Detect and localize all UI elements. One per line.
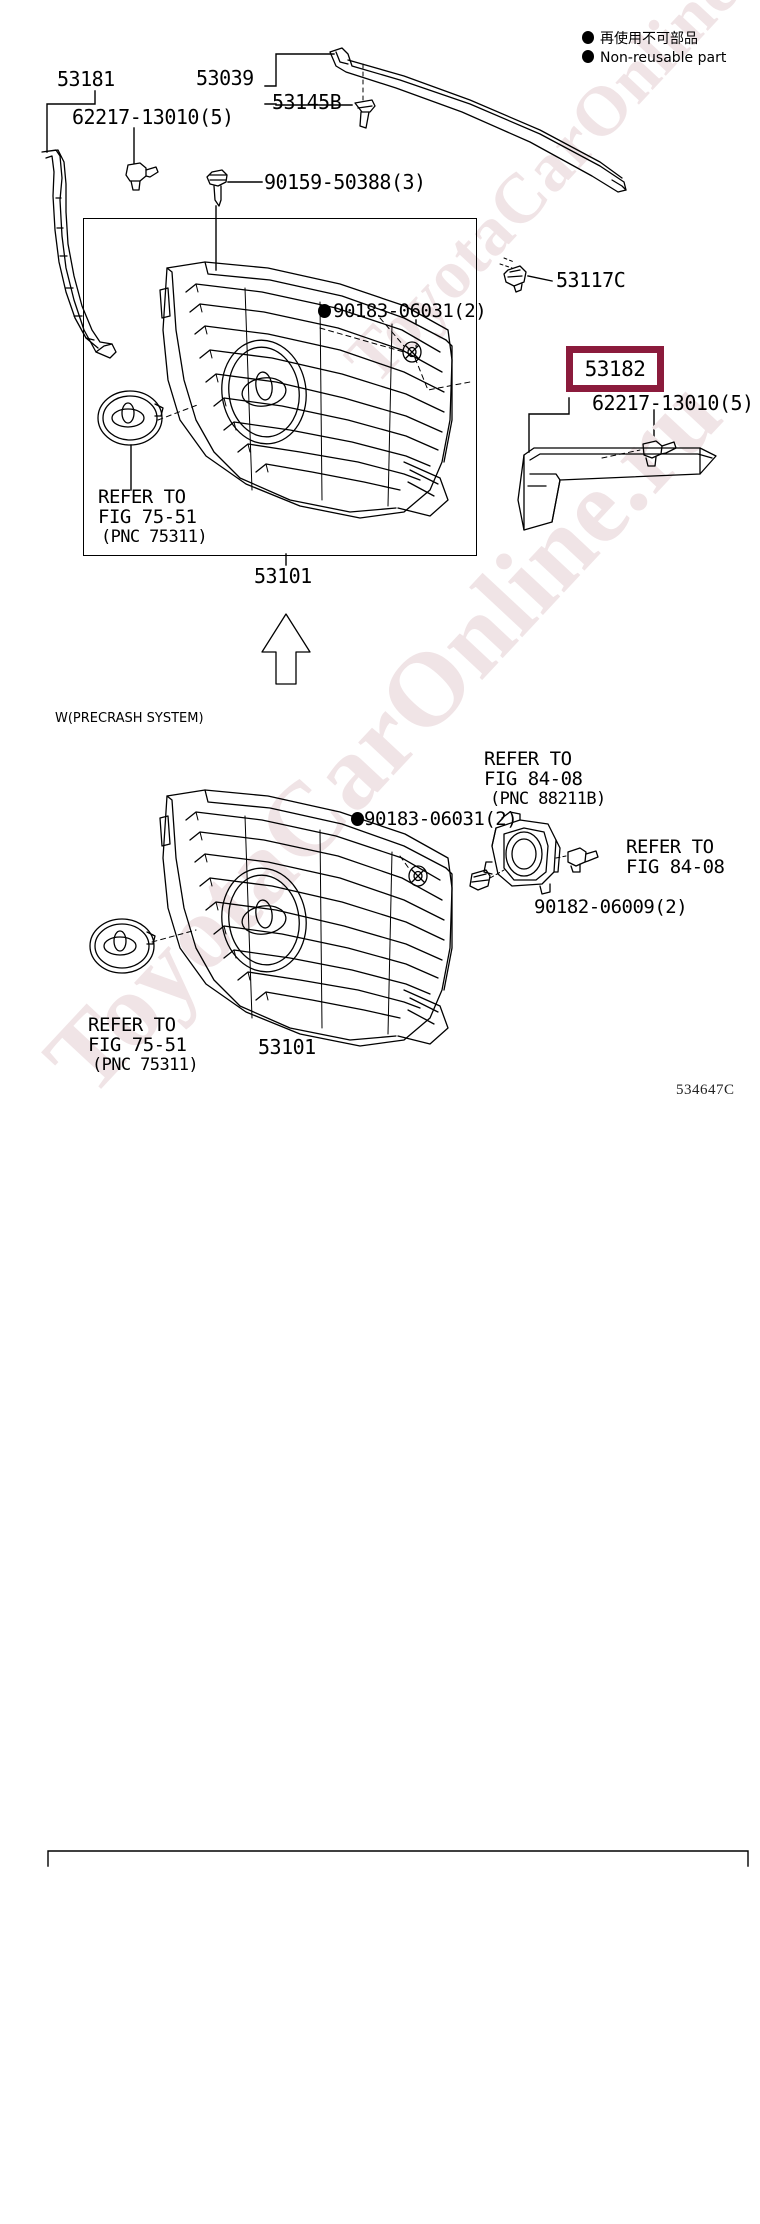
legend-dot-icon [582, 50, 594, 63]
highlighted-part-53182[interactable]: 53182 [566, 346, 664, 392]
legend-nonreusable-english: Non-reusable part [582, 50, 726, 66]
refer-to-lower-line3: (PNC 75311) [92, 1055, 199, 1075]
label-53145B: 53145B [272, 90, 342, 114]
label-53039: 53039 [196, 66, 254, 90]
refer-to-sensor-line3: (PNC 88211B) [490, 789, 606, 809]
refer-to-bracket-line2: FIG 84-08 [626, 856, 725, 878]
label-90183-upper: 90183-06031(2) [333, 300, 487, 322]
label-53101-lower: 53101 [258, 1035, 316, 1059]
label-90182: 90182-06009(2) [534, 896, 688, 918]
refer-to-bracket-line1: REFER TO [626, 836, 714, 858]
nonreusable-dot-icon-upper [318, 304, 331, 318]
precrash-section-header: W(PRECRASH SYSTEM) [55, 711, 204, 726]
figure-code: 534647C [676, 1082, 735, 1098]
refer-to-lower-line2: FIG 75-51 [88, 1034, 187, 1056]
upper-diagram-border [83, 218, 477, 556]
refer-to-lower-line1: REFER TO [88, 1014, 176, 1036]
refer-to-sensor-line2: FIG 84-08 [484, 768, 583, 790]
refer-to-upper-line2: FIG 75-51 [98, 506, 197, 528]
upper-leader-lines [46, 53, 655, 566]
lower-section-bracket [47, 1850, 749, 1867]
label-53117C: 53117C [556, 268, 626, 292]
refer-to-upper-line3: (PNC 75311) [101, 527, 208, 547]
refer-to-sensor-line1: REFER TO [484, 748, 572, 770]
label-90183-lower: 90183-06031(2) [364, 808, 518, 830]
label-62217-left: 62217-13010(5) [72, 105, 234, 129]
legend-nonreusable-japanese: 再使用不可部品 [582, 28, 698, 48]
label-53101-upper: 53101 [254, 564, 312, 588]
label-90159: 90159-50388(3) [264, 170, 426, 194]
nonreusable-dot-icon-lower [351, 812, 364, 826]
parts-diagram-page: ToyotaCarOnline.ru ToyotaCarOnline.ru 再使… [21, 0, 760, 1867]
label-62217-right: 62217-13010(5) [592, 391, 754, 415]
legend-dot-icon [582, 31, 594, 44]
label-53181: 53181 [57, 67, 115, 91]
highlighted-part-number: 53182 [584, 357, 646, 381]
